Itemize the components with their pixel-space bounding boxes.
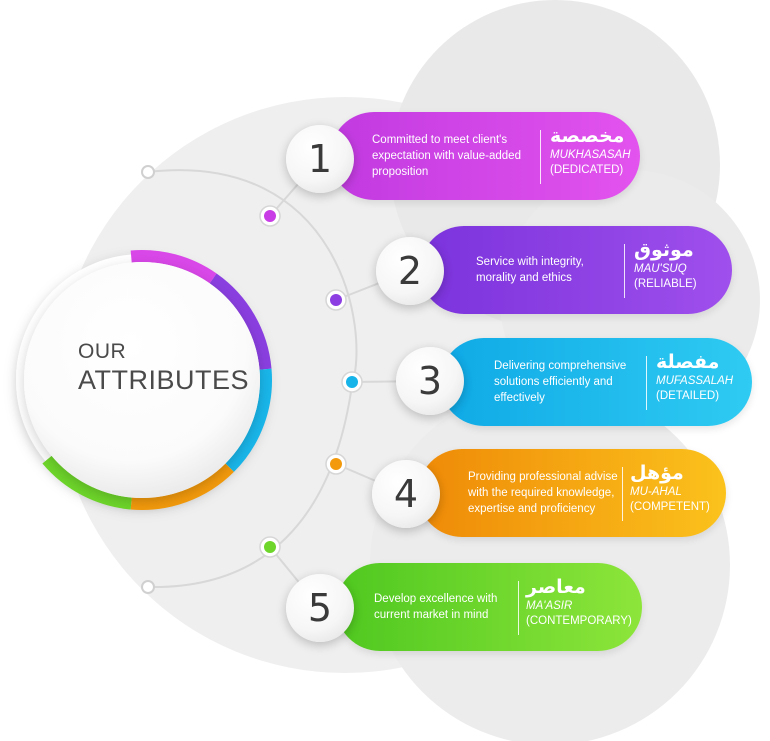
attribute-arabic: مفصلة xyxy=(656,352,720,373)
title-line-attributes: ATTRIBUTES xyxy=(78,365,250,395)
attribute-transliteration: MA'ASIR xyxy=(526,600,573,612)
card-divider xyxy=(518,581,519,635)
attribute-description-line: expectation with value-added xyxy=(372,150,521,162)
attribute-arabic: مخصصة xyxy=(550,126,625,147)
card-divider xyxy=(622,467,623,521)
attribute-card-2: Service with integrity, morality and ethi… xyxy=(420,226,732,314)
attribute-english: (RELIABLE) xyxy=(634,278,697,290)
attribute-description-line: proposition xyxy=(372,166,429,178)
attribute-description-line: expertise and proficiency xyxy=(468,503,596,515)
connector-dot-1 xyxy=(264,210,276,222)
attribute-arabic: معاصر xyxy=(526,577,586,598)
attribute-number-badge-4: 4 xyxy=(372,460,440,528)
attribute-description-line: Service with integrity, xyxy=(476,256,584,268)
attribute-number-badge-1: 1 xyxy=(286,125,354,193)
connector-end-bottom xyxy=(141,580,155,594)
attribute-arabic: موثوق xyxy=(634,240,694,261)
attribute-description-line: morality and ethics xyxy=(476,272,572,284)
title-line-our: OUR xyxy=(78,340,127,363)
main-circle xyxy=(24,262,260,498)
attribute-transliteration: MUKHASASAH xyxy=(550,149,631,161)
attribute-card-5: Develop excellence with current market in… xyxy=(336,563,642,651)
attribute-description-line: current market in mind xyxy=(374,609,489,621)
attribute-term: مفصلة MUFASSALAH (DETAILED) xyxy=(656,352,733,404)
attribute-description: Committed to meet client's expectation wi… xyxy=(372,112,532,200)
ring-segment-5 xyxy=(42,455,132,510)
attribute-card-1: Committed to meet client's expectation wi… xyxy=(330,112,640,200)
ring-segment-1 xyxy=(130,250,217,284)
attribute-english: (COMPETENT) xyxy=(630,501,710,513)
attribute-card-4: Providing professional advise with the re… xyxy=(418,449,726,537)
attribute-transliteration: MAU'SUQ xyxy=(634,263,687,275)
connector-dot-2 xyxy=(330,294,342,306)
attribute-description: Service with integrity, morality and ethi… xyxy=(476,226,606,314)
attribute-term: مخصصة MUKHASASAH (DEDICATED) xyxy=(550,126,631,178)
connector-dot-4 xyxy=(330,458,342,470)
attribute-term: مؤهل MU-AHAL (COMPETENT) xyxy=(630,463,710,515)
ring-segment-3 xyxy=(225,368,272,472)
card-divider xyxy=(624,244,625,298)
attribute-card-3: Delivering comprehensive solutions effici… xyxy=(440,338,752,426)
connector-dot-3 xyxy=(346,376,358,388)
attribute-arabic: مؤهل xyxy=(630,463,684,484)
attribute-transliteration: MU-AHAL xyxy=(630,486,682,498)
attribute-description-line: effectively xyxy=(494,392,545,404)
attribute-english: (DEDICATED) xyxy=(550,164,624,176)
attribute-description-line: Develop excellence with xyxy=(374,593,498,605)
attribute-description-line: Providing professional advise xyxy=(468,471,618,483)
attribute-english: (CONTEMPORARY) xyxy=(526,615,632,627)
ring-segment-2 xyxy=(209,273,272,370)
attribute-description-line: Delivering comprehensive xyxy=(494,360,627,372)
connector-end-top xyxy=(141,165,155,179)
attribute-description-line: solutions efficiently and xyxy=(494,376,613,388)
attribute-description: Develop excellence with current market in… xyxy=(374,563,514,651)
attribute-description-line: Committed to meet client's xyxy=(372,134,508,146)
attribute-number-badge-3: 3 xyxy=(396,347,464,415)
diagram-title: OUR ATTRIBUTES xyxy=(78,340,249,396)
attribute-term: معاصر MA'ASIR (CONTEMPORARY) xyxy=(526,577,632,629)
attribute-english: (DETAILED) xyxy=(656,390,720,402)
attribute-number-badge-5: 5 xyxy=(286,574,354,642)
attribute-term: موثوق MAU'SUQ (RELIABLE) xyxy=(634,240,697,292)
card-divider xyxy=(646,356,647,410)
card-divider xyxy=(540,130,541,184)
attribute-description-line: with the required knowledge, xyxy=(468,487,615,499)
ring-segment-4 xyxy=(130,463,234,510)
attribute-description: Providing professional advise with the re… xyxy=(468,449,618,537)
attribute-number-badge-2: 2 xyxy=(376,237,444,305)
attribute-transliteration: MUFASSALAH xyxy=(656,375,734,387)
connector-dot-5 xyxy=(264,541,276,553)
attribute-description: Delivering comprehensive solutions effici… xyxy=(494,338,644,426)
